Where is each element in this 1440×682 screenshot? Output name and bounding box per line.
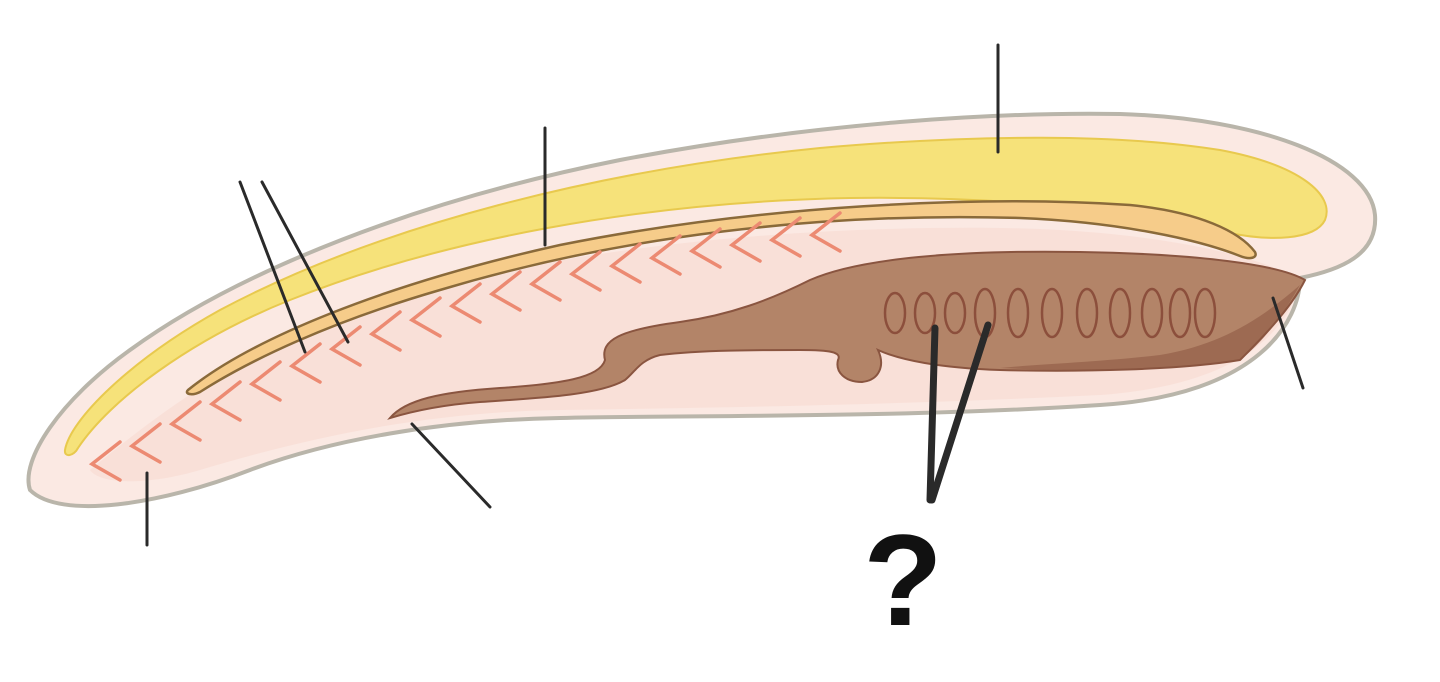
muscle-segment-chevron <box>448 282 482 324</box>
muscle-segment-chevron <box>488 270 522 312</box>
leader-line <box>1271 296 1305 390</box>
notochord <box>185 200 1257 396</box>
muscle-segment-chevron <box>768 216 802 258</box>
muscle-segment-chevron <box>168 400 202 442</box>
muscle-segment-chevron <box>528 260 562 302</box>
question-label: ? <box>863 507 942 653</box>
muscle-segment-chevron <box>728 221 762 263</box>
muscle-segment-chevron <box>248 360 282 402</box>
leader-line <box>410 422 492 509</box>
muscle-segment-chevron <box>808 211 842 253</box>
gill-slit <box>1108 287 1132 339</box>
dorsal-nerve-cord <box>63 136 1328 456</box>
muscle-segments <box>88 211 842 482</box>
muscle-segment-chevron <box>688 227 722 269</box>
gill-slit <box>1140 287 1164 339</box>
muscle-segment-chevron <box>288 342 322 384</box>
muscle-segment-chevron <box>408 296 442 338</box>
gill-slit <box>883 291 907 335</box>
leader-line <box>926 324 939 504</box>
gill-slit <box>913 291 937 335</box>
leader-line <box>238 180 307 354</box>
muscle-segment-chevron <box>328 325 362 367</box>
muscle-segment-chevron <box>648 234 682 276</box>
leader-line <box>260 180 350 344</box>
muscle-segment-chevron <box>568 250 602 292</box>
muscle-segment-chevron <box>208 380 242 422</box>
muscle-segment-chevron <box>128 422 162 464</box>
digestive-tract <box>387 250 1307 420</box>
gill-slit <box>1193 287 1217 339</box>
muscle-segment-chevron <box>368 310 402 352</box>
leader-line <box>928 321 992 504</box>
gill-slit <box>1006 287 1030 339</box>
gill-slit <box>1040 287 1064 339</box>
gill-slit <box>1075 287 1099 339</box>
pharyngeal-gill-slits <box>883 287 1217 339</box>
gill-slit <box>943 291 967 335</box>
muscle-segment-chevron <box>608 242 642 284</box>
leader-lines <box>145 43 1305 547</box>
pharynx-shading <box>1000 285 1300 370</box>
muscle-segment-chevron <box>88 440 122 482</box>
gill-slit <box>1168 287 1192 339</box>
